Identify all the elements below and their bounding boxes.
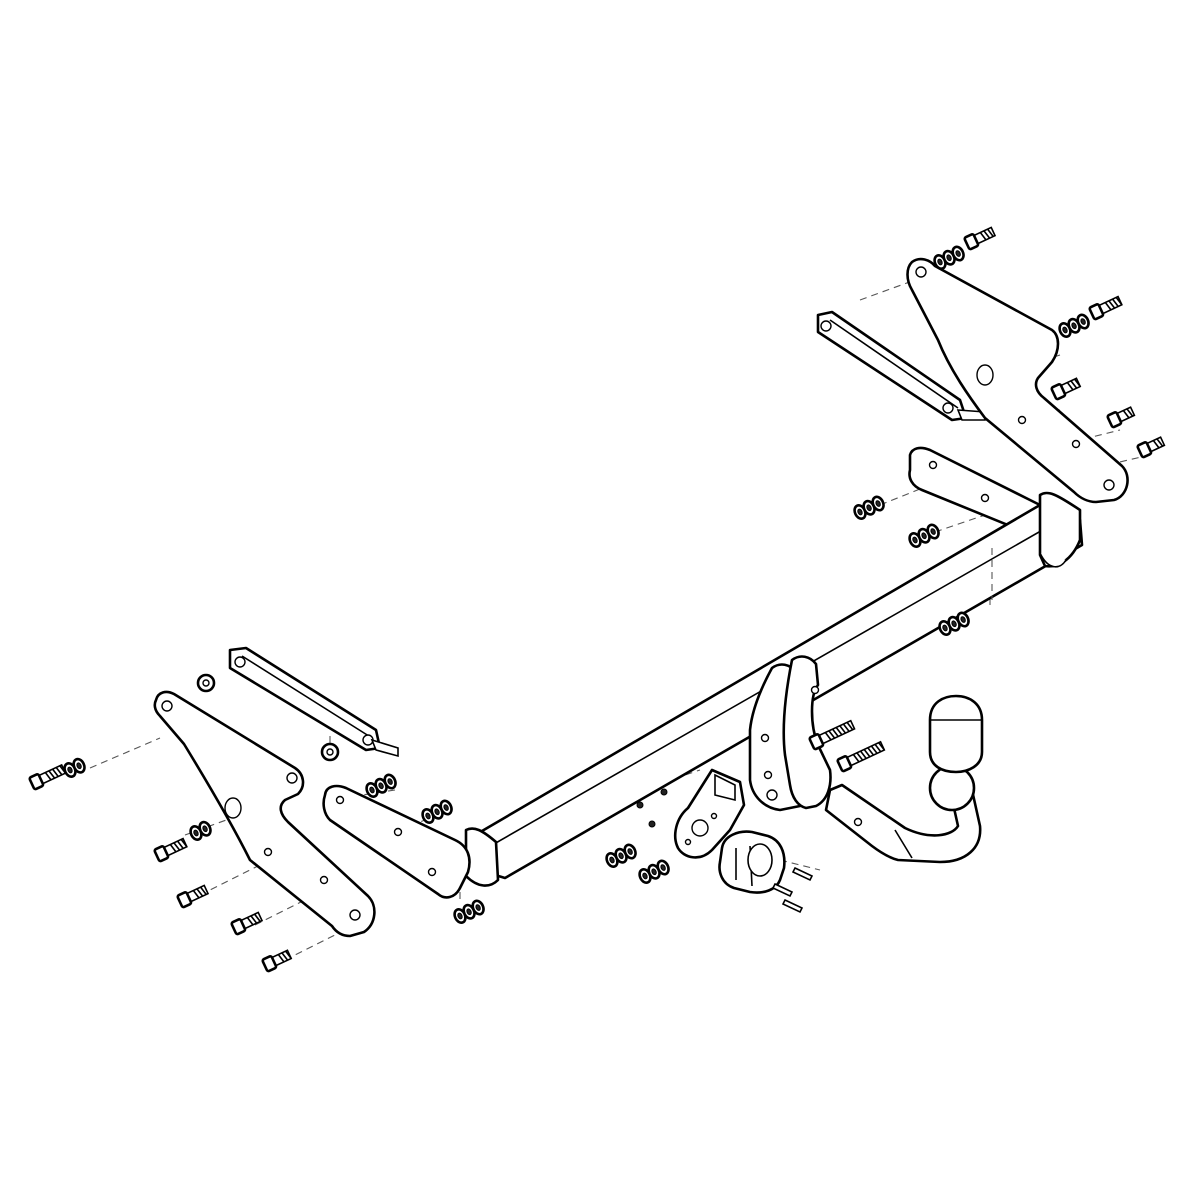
socket-screws [771, 866, 814, 914]
left-mounting-bracket [153, 690, 376, 938]
bolt [153, 837, 188, 863]
bolt [230, 911, 264, 936]
nut-washer-set [365, 773, 397, 798]
center-hitch-brackets [748, 655, 832, 812]
nut-washer-set [908, 523, 940, 548]
nut-washer-set [1058, 313, 1090, 338]
nut-washer-set [853, 495, 885, 520]
tow-ball-arm [824, 694, 984, 864]
bolt [1088, 295, 1123, 321]
bolt [1106, 406, 1136, 429]
bolts [28, 226, 1166, 973]
bolt [808, 719, 856, 751]
nut-washer-set [605, 843, 637, 868]
left-spacer-strip [322, 784, 471, 899]
nut-washer-set [189, 820, 212, 841]
nut-washer-set [453, 899, 485, 924]
bolt [1050, 377, 1082, 401]
bolt [28, 763, 67, 791]
left-reinforcement-plate [196, 646, 399, 762]
right-reinforcement-plate [816, 310, 986, 422]
nut-washer-set [933, 245, 965, 270]
nuts-and-washers [63, 245, 1090, 924]
bolt [836, 740, 886, 773]
bolt [1136, 436, 1166, 459]
nut-washer-set [63, 757, 86, 778]
bolt [176, 884, 210, 909]
bolt [261, 949, 293, 973]
bolt [963, 226, 997, 251]
electrical-socket [718, 830, 786, 894]
socket-plate [636, 768, 746, 859]
nut-washer-set [421, 799, 453, 824]
nut-washer-set [638, 859, 670, 884]
nut-washer-set [938, 611, 970, 636]
right-mounting-bracket [906, 257, 1129, 504]
